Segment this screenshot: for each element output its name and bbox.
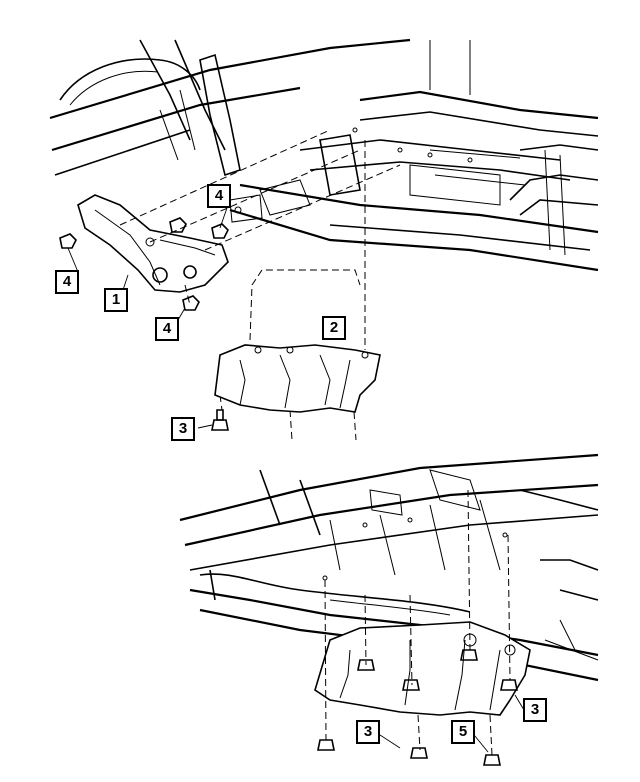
lower-bolts (317, 649, 518, 766)
lower-underbody-structure (179, 453, 599, 682)
callout-label: 4 (62, 273, 72, 290)
upper-bolt-3 (211, 409, 229, 431)
callout-part-3-right: 3 (523, 698, 547, 722)
upper-underbody-structure (49, 38, 599, 272)
callout-label: 3 (363, 723, 373, 740)
callout-label: 3 (178, 420, 188, 437)
callout-part-4-left: 4 (55, 270, 79, 294)
callout-part-3-bottom-left: 3 (356, 720, 380, 744)
callout-label: 4 (162, 320, 172, 337)
callout-part-1: 1 (104, 288, 128, 312)
lower-alignment-lines (324, 489, 511, 756)
callout-label: 2 (329, 319, 339, 336)
callout-label: 5 (458, 723, 468, 740)
part-2-center-heat-shield (214, 344, 381, 413)
callout-part-4-lower: 4 (155, 317, 179, 341)
callout-part-3-upper: 3 (171, 417, 195, 441)
upper-nut-fasteners (59, 217, 229, 311)
callout-label: 3 (530, 701, 540, 718)
callout-part-5: 5 (451, 720, 475, 744)
part-1-front-heat-shield (77, 194, 229, 293)
callout-part-2: 2 (322, 316, 346, 340)
callout-label: 1 (111, 291, 121, 308)
callout-label: 4 (214, 187, 224, 204)
callout-part-4-top: 4 (207, 184, 231, 208)
part-5-rear-heat-shield (314, 621, 531, 716)
